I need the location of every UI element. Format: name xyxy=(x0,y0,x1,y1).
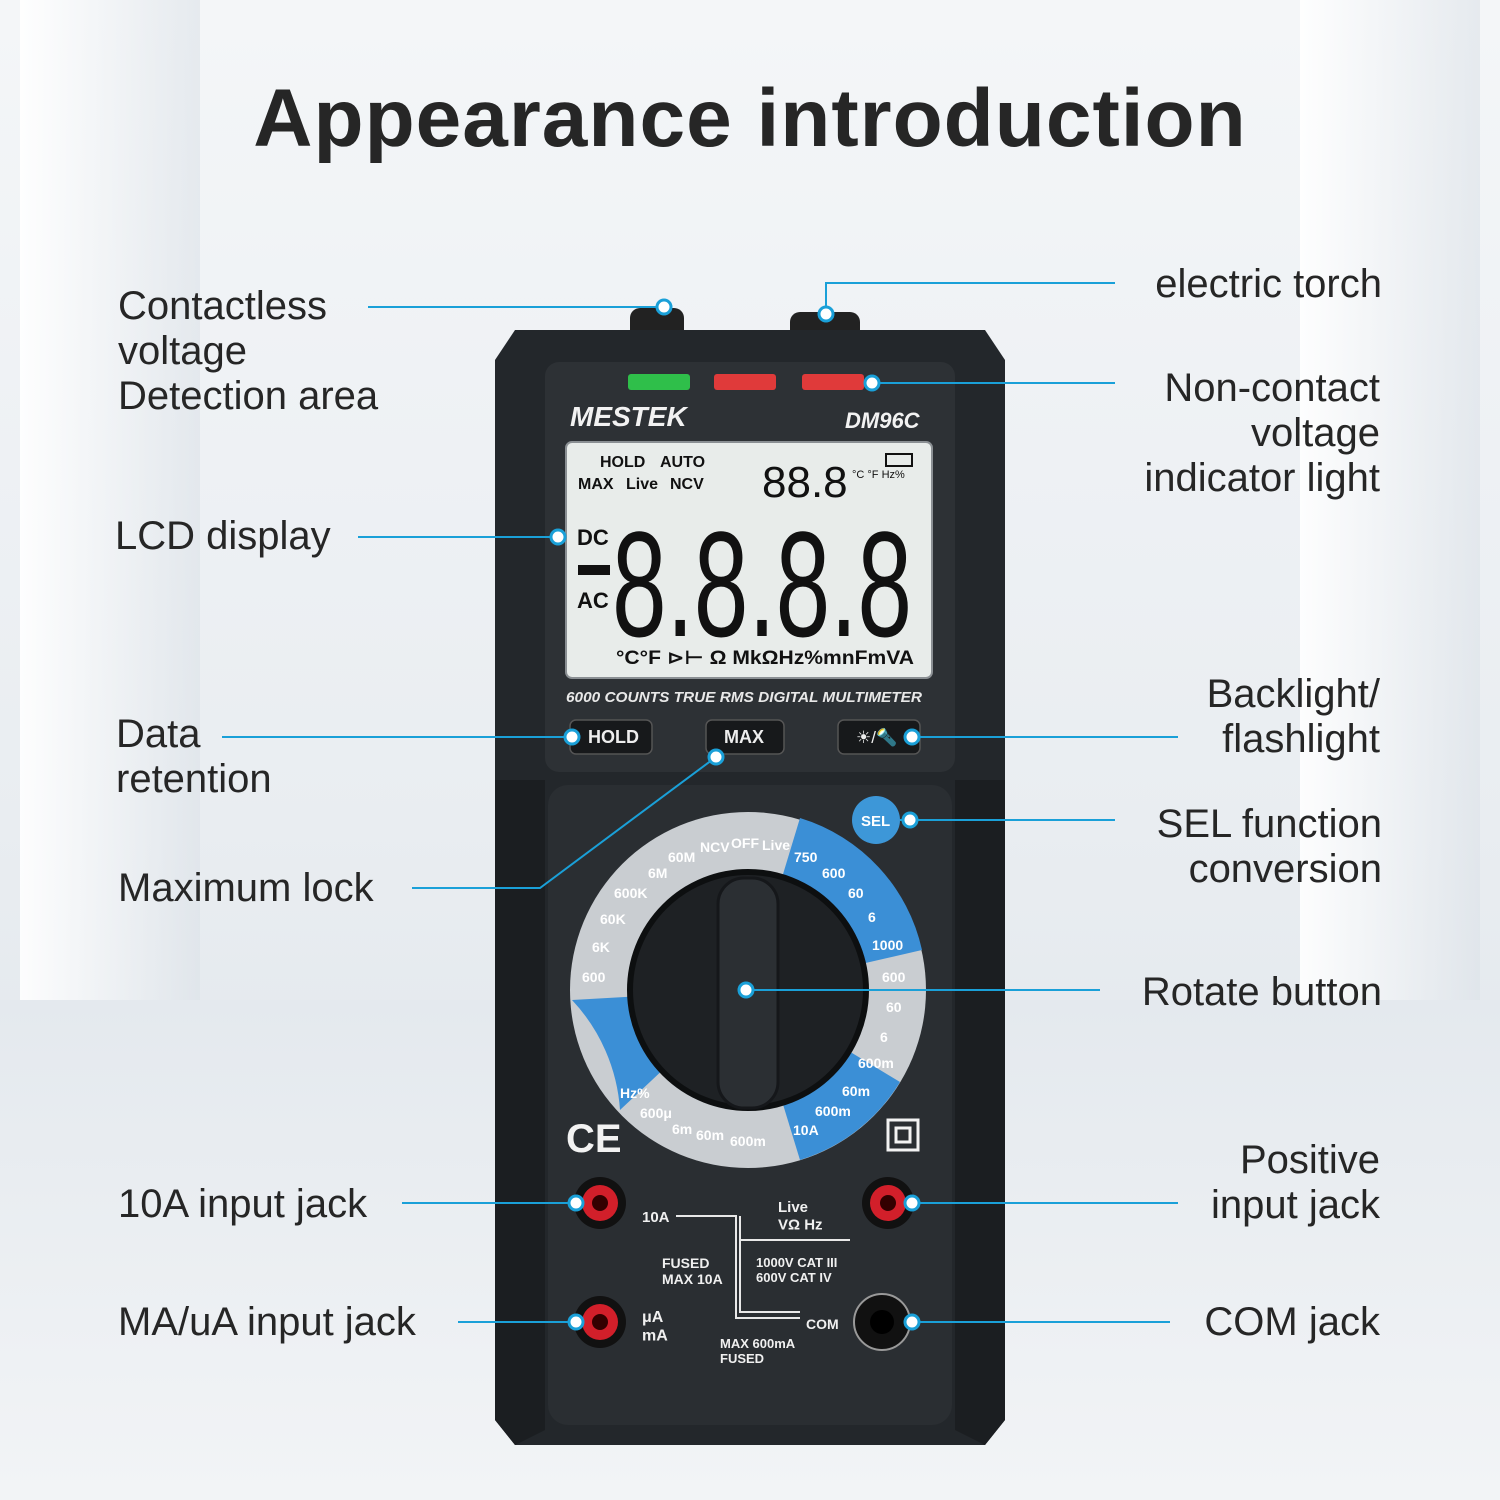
label-contactless: Contactless voltage Detection area xyxy=(118,284,379,418)
jack-label-com: COM xyxy=(806,1316,839,1332)
dial-labels: OFF NCV Live 60M 6M 600K 60K 6K 600 750 … xyxy=(582,835,906,1149)
callout-dots xyxy=(549,298,921,1331)
dial-label-60ma: 60m xyxy=(842,1083,870,1099)
dial-label-6dc: 6 xyxy=(880,1029,888,1045)
label-lcd: LCD display xyxy=(115,514,331,558)
backlight-button[interactable]: ☀/🔦 xyxy=(837,719,921,755)
dial-label-750: 750 xyxy=(794,849,818,865)
label-ncv-light: Non-contact voltage indicator light xyxy=(1144,366,1380,500)
lcd-tag-auto: AUTO xyxy=(660,454,705,471)
lcd-tag-ncv: NCV xyxy=(670,476,704,493)
background-pillar xyxy=(20,0,200,1000)
dial-label-600u: 600μ xyxy=(640,1105,672,1121)
dial-label-600v: 600 xyxy=(822,865,846,881)
lcd-main-digits: 8.8.8.8 xyxy=(612,500,912,668)
backlight-button-label: ☀/🔦 xyxy=(856,727,897,748)
hold-button[interactable]: HOLD xyxy=(569,719,653,755)
dial-label-10a: 10A xyxy=(793,1122,819,1138)
lcd-units: °C°F ⊳⊢ Ω MkΩHz%mnFmVA xyxy=(616,648,914,669)
dial-label-1000: 1000 xyxy=(872,937,903,953)
lcd-small-digits: 88.8 xyxy=(762,458,848,507)
jack-positive[interactable] xyxy=(862,1177,914,1229)
dial-label-600dc: 600 xyxy=(882,969,906,985)
label-rotate: Rotate button xyxy=(1141,970,1382,1014)
dial-label-600mv: 600m xyxy=(858,1055,894,1071)
dial-label-6v: 6 xyxy=(868,909,876,925)
model-name: DM96C xyxy=(845,408,921,433)
jack-com[interactable] xyxy=(853,1293,911,1351)
dial-label-ncv: NCV xyxy=(700,839,730,855)
lcd-temp-units: °C °F Hz% xyxy=(852,469,905,481)
sel-button[interactable]: SEL xyxy=(852,796,900,844)
label-com-jack: COM jack xyxy=(1204,1300,1380,1344)
battery-icon xyxy=(885,453,913,467)
lcd-tag-hold: HOLD xyxy=(600,454,645,471)
dial-label-600m-a: 600m xyxy=(730,1133,766,1149)
label-torch: electric torch xyxy=(1155,262,1382,306)
jack-10a[interactable] xyxy=(574,1177,626,1229)
jack-wiring xyxy=(676,1215,850,1319)
red-led xyxy=(714,374,776,390)
jack-label-10a: 10A xyxy=(642,1209,670,1226)
dial-label-60dc: 60 xyxy=(886,999,902,1015)
double-insulation-icon xyxy=(886,1118,920,1152)
lcd-tag-live: Live xyxy=(626,476,658,493)
lcd-screen xyxy=(565,441,933,679)
dial-label-60m: 60M xyxy=(668,849,695,865)
dial-label-600k: 600K xyxy=(614,885,647,901)
lcd-dc: DC xyxy=(577,525,609,550)
body-side-left xyxy=(495,780,545,1445)
jack-ma[interactable] xyxy=(574,1296,626,1348)
label-data-retention: Data retention xyxy=(116,712,272,801)
ce-mark: CE xyxy=(566,1117,622,1161)
max-button[interactable]: MAX xyxy=(705,719,785,755)
page-title: Appearance introduction xyxy=(253,73,1247,164)
label-positive-jack: Positive input jack xyxy=(1211,1138,1380,1227)
lcd-ac: AC xyxy=(577,588,609,613)
double-insulation-icon-inner xyxy=(894,1126,912,1144)
label-sel: SEL function conversion xyxy=(1156,802,1382,891)
lcd-tag-max: MAX xyxy=(578,476,614,493)
dial-label-600: 600 xyxy=(582,969,606,985)
background-pillar xyxy=(1300,0,1480,1000)
green-led xyxy=(628,374,690,390)
dial-label-60v: 60 xyxy=(848,885,864,901)
callout-lines xyxy=(222,282,1178,1323)
dial-label-live: Live xyxy=(762,837,790,853)
spec-line: 6000 COUNTS TRUE RMS DIGITAL MULTIMETER xyxy=(566,689,922,706)
label-10a-jack: 10A input jack xyxy=(118,1182,368,1226)
dial-label-6m-a: 6m xyxy=(672,1121,692,1137)
dial-label-60k: 60K xyxy=(600,911,626,927)
hold-button-label: HOLD xyxy=(588,727,639,747)
brand-logo: MESTEK xyxy=(570,401,688,432)
body-side-right xyxy=(955,780,1005,1445)
dial-label-6m: 6M xyxy=(648,865,667,881)
dial-label-off: OFF xyxy=(731,835,759,851)
label-ma-jack: MA/uA input jack xyxy=(118,1300,416,1344)
max-button-label: MAX xyxy=(724,727,764,747)
dial-label-60m-a: 60m xyxy=(696,1127,724,1143)
lcd-minus-sign xyxy=(578,565,610,575)
dial-label-600ma: 600m xyxy=(815,1103,851,1119)
label-maximum-lock: Maximum lock xyxy=(118,866,374,910)
label-backlight: Backlight/ flashlight xyxy=(1206,672,1380,761)
dial-label-6k: 6K xyxy=(592,939,610,955)
dial-label-hz: Hz% xyxy=(620,1085,650,1101)
sel-button-label: SEL xyxy=(861,813,890,830)
red-led xyxy=(802,374,864,390)
